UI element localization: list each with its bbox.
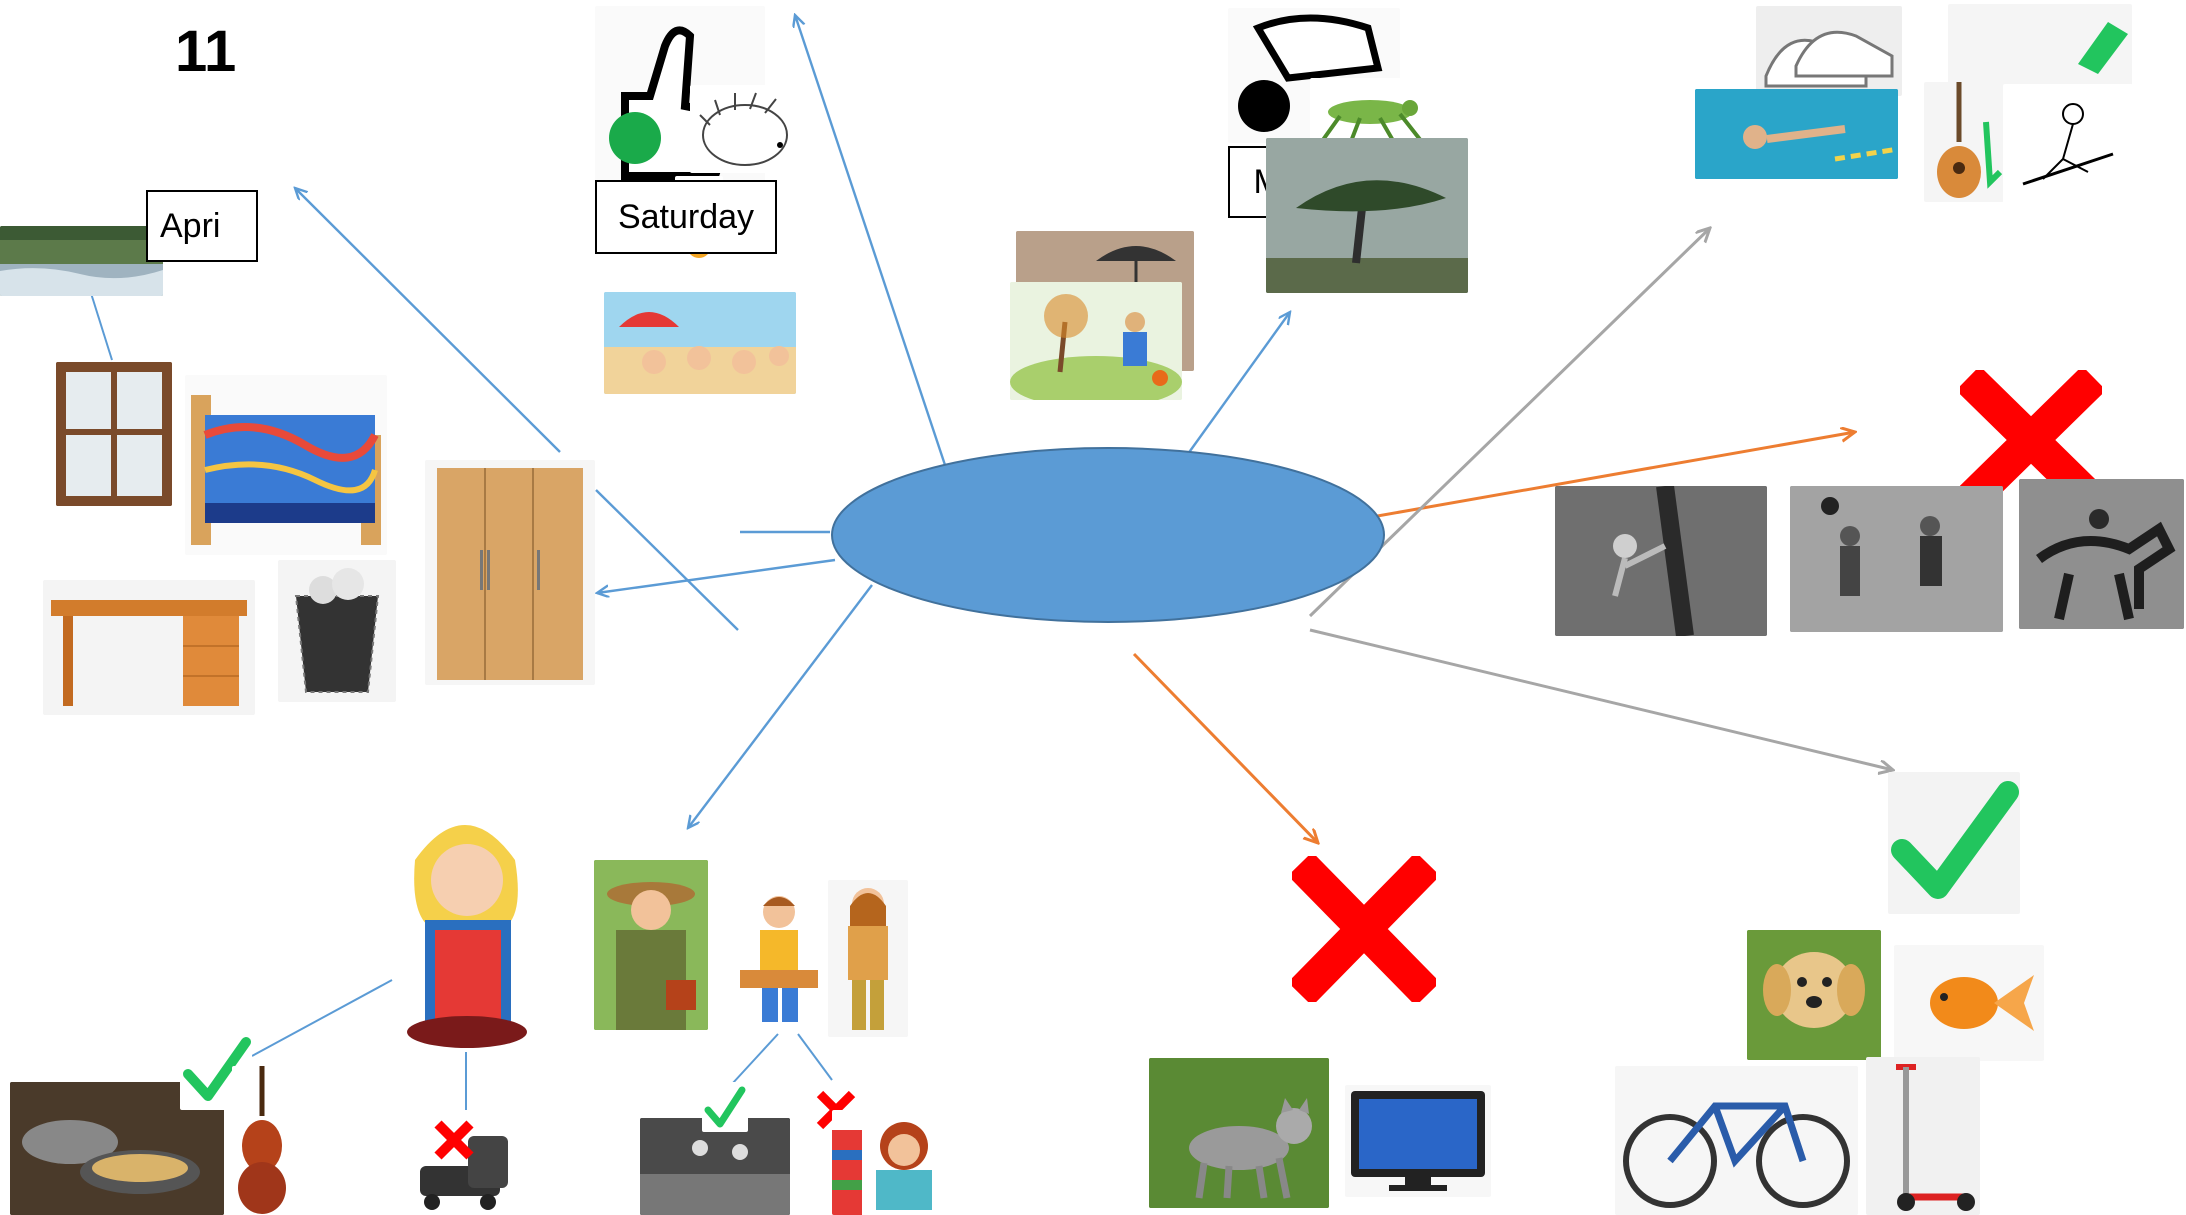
shoes-picture — [1756, 6, 1902, 96]
bed-picture — [185, 375, 387, 555]
line-river — [89, 289, 113, 361]
roller-skates-picture — [408, 1116, 530, 1215]
horse-riding-picture — [2019, 479, 2184, 629]
windy-tree-picture — [1266, 138, 1468, 293]
arrow-grey-down — [1309, 628, 1893, 770]
football-picture — [640, 1118, 790, 1215]
dog-picture — [1747, 930, 1881, 1060]
arrow-to-family — [688, 584, 873, 828]
beach-picture — [604, 292, 796, 394]
check-right-bottom — [1888, 772, 2020, 914]
mother-picture — [405, 800, 530, 1052]
check-bottom-mid — [702, 1082, 748, 1132]
line-brother-right — [797, 1033, 833, 1081]
arrow-orange-down — [1132, 652, 1318, 843]
wastebasket-picture — [278, 560, 396, 702]
snowboarder-picture — [2003, 84, 2133, 204]
hedgehog-picture — [690, 85, 795, 173]
brother-picture — [738, 888, 820, 1028]
television-picture — [1345, 1085, 1491, 1197]
guitar-picture — [1924, 82, 2004, 202]
line-brother-left — [731, 1033, 779, 1085]
center-ellipse — [831, 447, 1385, 623]
climbing-picture — [1555, 486, 1767, 636]
sister-picture — [828, 880, 908, 1037]
basketball-picture — [1790, 486, 2003, 632]
reading-girl-picture — [832, 1110, 944, 1215]
saturday-label: Saturday — [595, 180, 777, 254]
arrow-to-season — [1184, 312, 1290, 459]
window-picture — [56, 362, 172, 506]
bicycle-picture — [1615, 1066, 1858, 1215]
autumn-scarecrow-picture — [1010, 282, 1182, 400]
line-left-diag — [595, 489, 739, 631]
april-label: Apri — [146, 190, 258, 262]
goldfish-picture — [1894, 945, 2044, 1061]
swimmer-picture — [1695, 89, 1898, 179]
page-number: 11 — [175, 19, 237, 84]
desk-picture — [43, 580, 255, 715]
gardener-picture — [594, 860, 708, 1030]
river-picture — [0, 226, 163, 296]
scooter-picture — [1866, 1057, 1980, 1215]
cat-picture — [1149, 1058, 1329, 1208]
arrow-to-wardrobe — [597, 558, 836, 593]
wardrobe-picture — [425, 460, 595, 685]
arrow-to-top-center — [795, 15, 947, 466]
arrow-to-bedroom — [295, 188, 561, 453]
violin-picture — [232, 1066, 292, 1215]
line-mother — [251, 979, 393, 1057]
arrow-orange-right — [1365, 432, 1855, 520]
cross-bottom-center — [1292, 856, 1436, 1002]
